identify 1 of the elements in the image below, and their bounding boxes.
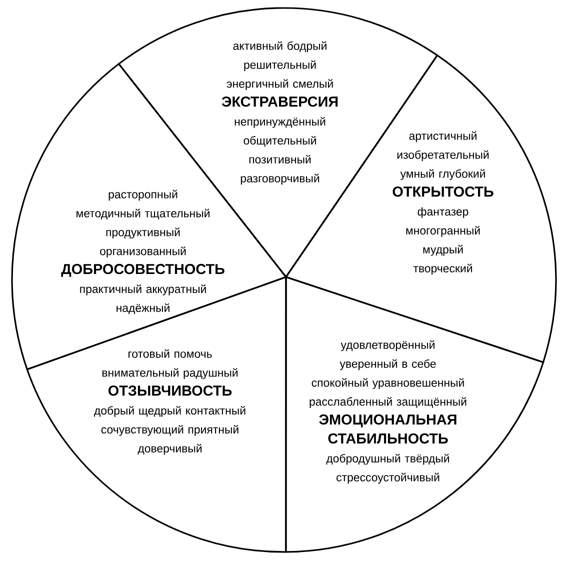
pie-sector: удовлетворённый уверенный в себе спокойный уравновешенный расслабленный защищённый ЭМОЦИОНАЛЬНАЯ СТАБИЛЬНОСТЬ добродушный твёрдый стрессоустойчивый xyxy=(285,276,544,553)
